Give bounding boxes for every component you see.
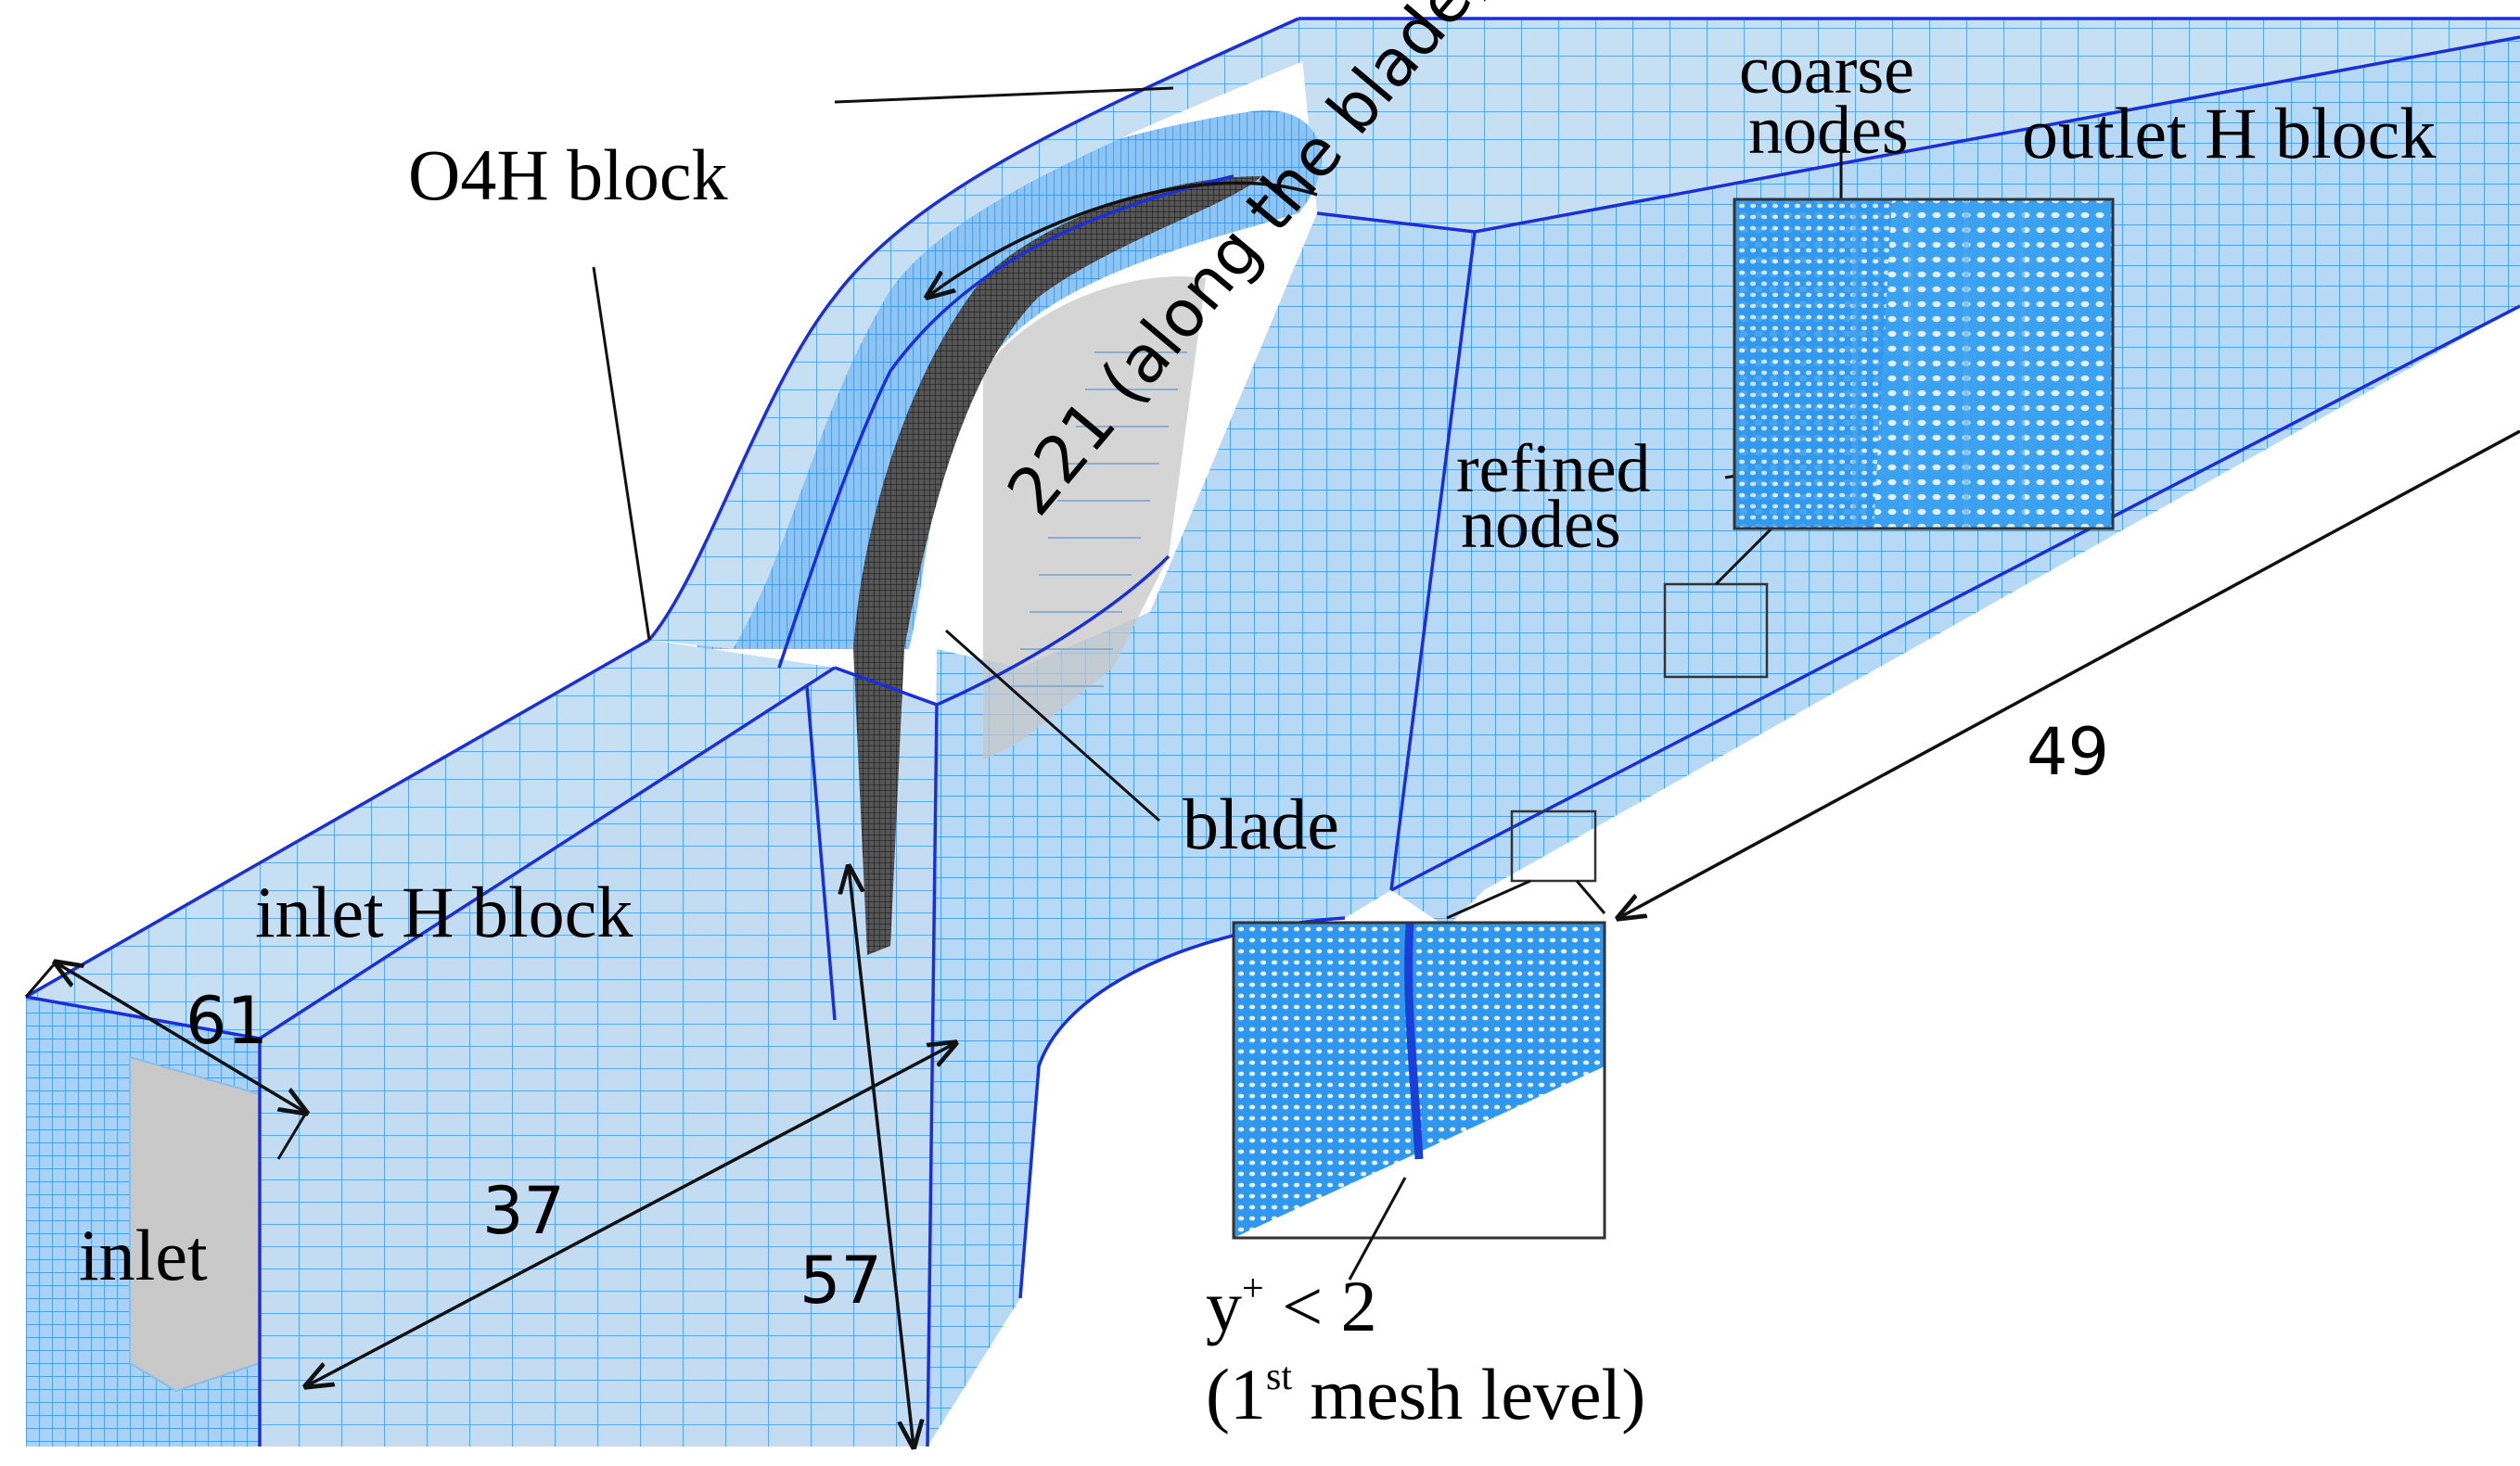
dim-61-label: 61 [185,983,268,1059]
inset-wall [1232,921,1606,1281]
label-yplus: y+ < 2 [1206,1266,1377,1346]
inset-refined [1733,198,2115,530]
label-blade: blade [1183,784,1339,864]
block-edges [25,17,2520,1447]
label-refined-1: refined [1456,431,1651,507]
label-inlet: inlet [79,1215,208,1295]
dim-49-label: 49 [2027,714,2109,790]
label-refined-2: nodes [1461,487,1621,563]
section-cutout [983,276,1206,761]
o4h-top [649,19,1317,649]
dimension-arrows [24,429,2520,1447]
dim-57-label: 57 [799,1243,882,1319]
o4h-ring [696,109,1322,649]
dim-61-arrow [56,962,306,1113]
dim-49-arrow [1618,429,2520,918]
blade-shape [853,176,1261,955]
wall-region-box [1510,809,1597,883]
dim-37-label: 37 [482,1173,565,1249]
label-mesh-level: (1st mesh level) [1206,1354,1645,1434]
label-coarse-1: coarse [1739,32,1914,108]
label-inlet-h-block: inlet H block [255,872,633,952]
along-blade-arrow [927,181,1318,297]
dim-57-arrow [849,867,914,1447]
outlet-top-surface [1298,19,2520,232]
label-o4h-block: O4H block [408,134,727,215]
label-coarse-2: nodes [1748,93,1909,169]
staircase-steps [1011,351,1187,687]
inlet-top-surface [26,640,835,1039]
passage-face [927,213,1475,1447]
mesh-body [25,17,2520,1447]
label-outlet-h-block: outlet H block [2022,93,2436,173]
